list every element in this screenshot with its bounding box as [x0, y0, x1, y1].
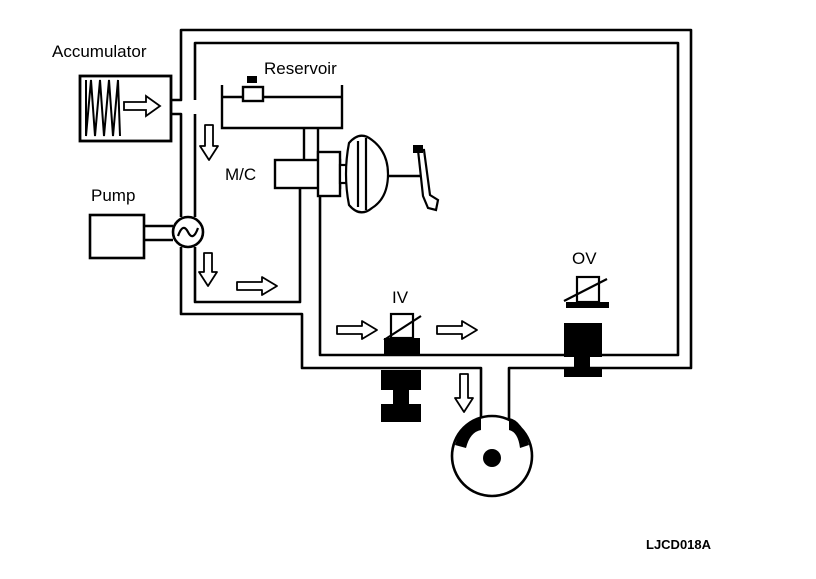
pump: [88, 213, 205, 260]
reservoir-tank: [220, 85, 344, 130]
outlet-valve-spring-icon: [563, 278, 608, 302]
brake-pedal-icon: [416, 148, 440, 212]
inlet-valve-plunger-top: [381, 370, 421, 390]
figure-code: LJCD018A: [646, 537, 712, 552]
flow-arrow-down-2-icon: [198, 252, 218, 287]
accumulator-label: Accumulator: [52, 42, 147, 61]
outlet-valve: [563, 275, 609, 377]
outlet-valve-label: OV: [572, 249, 597, 268]
pedal-pivot: [413, 145, 423, 153]
pump-label: Pump: [91, 186, 135, 205]
outlet-valve-base: [566, 302, 609, 308]
reservoir-cap: [241, 85, 265, 103]
master-cylinder-flange: [316, 150, 342, 198]
flow-arrow-down-3-icon: [454, 373, 474, 413]
accumulator-spring-icon: [85, 79, 121, 137]
outlet-valve-stem: [574, 357, 590, 368]
hydraulic-tube: [171, 28, 693, 420]
outlet-valve-body: [564, 323, 602, 357]
wheel-caliper: [450, 414, 534, 498]
caliper-pad-right: [509, 418, 529, 448]
tube-inner-wall: [193, 41, 680, 357]
outlet-valve-foot: [564, 368, 602, 377]
inlet-valve: [381, 312, 422, 422]
inlet-valve-stem: [393, 390, 409, 404]
reservoir-label: Reservoir: [264, 59, 337, 78]
pump-swirl-icon: [176, 226, 200, 238]
reservoir: [220, 76, 344, 160]
flow-arrow-right-3-icon: [436, 320, 478, 340]
reservoir-cap-knob: [247, 76, 257, 83]
flow-arrow-right-2-icon: [336, 320, 378, 340]
inlet-valve-label: IV: [392, 288, 409, 307]
master-cylinder: [273, 150, 342, 198]
accumulator: [78, 74, 173, 143]
wheel-hub: [483, 449, 501, 467]
inlet-valve-seat: [384, 338, 420, 355]
flow-arrow-right-1-icon: [236, 276, 278, 296]
inlet-valve-spring-icon: [383, 315, 422, 341]
flow-arrows: [198, 124, 478, 413]
caliper-pad-left: [455, 418, 481, 448]
inlet-valve-plunger-bottom: [381, 404, 421, 422]
master-cylinder-label: M/C: [225, 165, 256, 184]
pump-shaft: [144, 224, 173, 242]
flow-arrow-down-1-icon: [199, 124, 219, 161]
tube-outer-wall: [171, 28, 693, 420]
accumulator-flow-arrow-icon: [123, 94, 162, 118]
pump-motor: [88, 213, 146, 260]
reservoir-neck: [302, 128, 320, 160]
brake-booster: [338, 134, 440, 214]
